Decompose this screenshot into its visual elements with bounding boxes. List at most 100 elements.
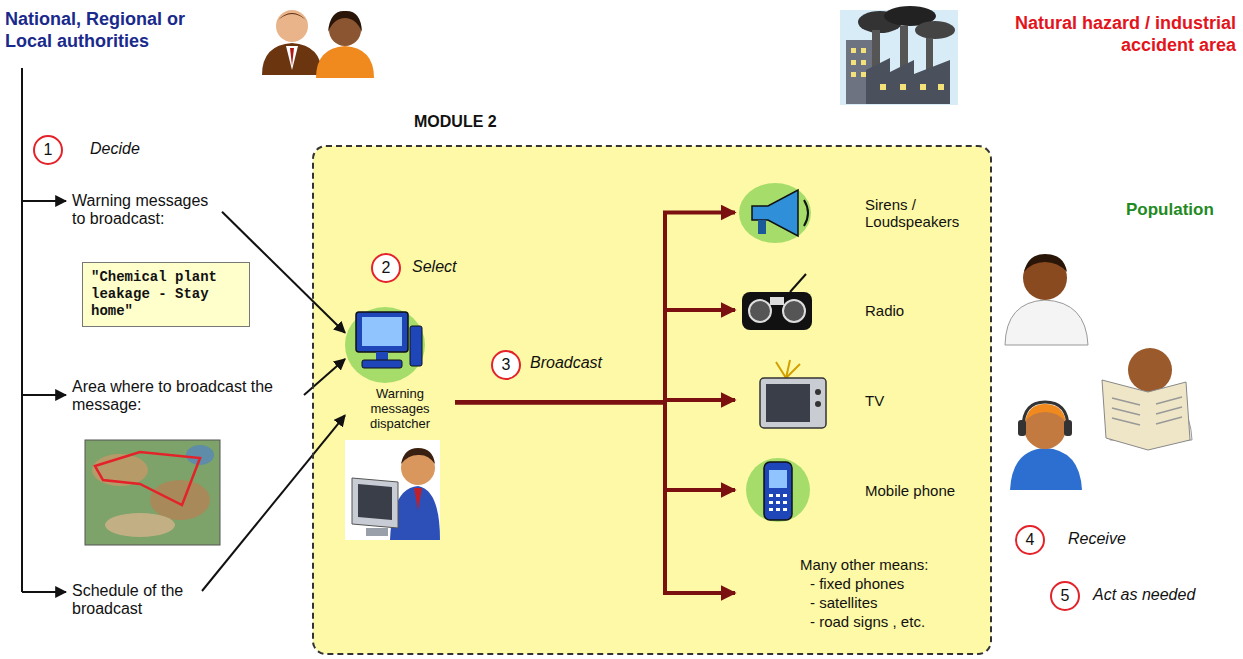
operator-icon [352, 478, 398, 528]
population-people [1023, 402, 1068, 428]
factory-icon [920, 84, 926, 90]
mobile-phone-icon [783, 501, 787, 504]
operator-icon [345, 440, 440, 540]
computer-icon [345, 307, 425, 383]
callout-number: 4 [1015, 525, 1045, 555]
connector-arrow [455, 402, 735, 593]
authority-people [316, 46, 374, 78]
node-text: - road signs , etc. [800, 612, 985, 631]
step-label: Broadcast [530, 354, 602, 372]
module-ground [313, 146, 991, 654]
node-text: TV [865, 392, 985, 409]
population-people [1005, 254, 1192, 490]
factory-icon [851, 48, 856, 53]
area-map [95, 452, 200, 505]
population-people [1112, 418, 1140, 425]
node-text: Warning messages dispatcher [345, 386, 455, 431]
node-text: Sirens / Loudspeakers [865, 196, 985, 230]
tv-icon [815, 389, 821, 395]
authority-people [290, 48, 294, 66]
callout-number: 3 [491, 350, 521, 380]
population-people [1064, 420, 1072, 436]
node-text: - satellites [800, 593, 985, 612]
factory-icon [851, 60, 856, 65]
area-map [85, 440, 220, 545]
factory-icon [915, 21, 955, 39]
authority-people [276, 13, 308, 22]
authority-people [276, 10, 308, 42]
area-map [150, 480, 210, 520]
mobile-phone-icon [783, 508, 787, 511]
mobile-phone-icon [769, 508, 773, 511]
channel-item: Many other means:- fixed phones- satelli… [735, 555, 985, 631]
node-text: Warning messages to broadcast: [72, 192, 222, 228]
authority-bracket [22, 394, 66, 396]
mobile-phone-icon [769, 494, 773, 497]
channel-item: Radio [735, 285, 985, 335]
siren-icon [752, 190, 798, 236]
factory-icon [861, 60, 866, 65]
node-text: Radio [865, 302, 985, 319]
population-people [1112, 398, 1140, 405]
operator-icon [358, 484, 392, 520]
operator-icon [366, 528, 388, 536]
authority-people [262, 43, 322, 75]
radio-icon [749, 300, 771, 322]
callout-number: 1 [33, 135, 63, 165]
operator-icon [414, 488, 422, 510]
factory-icon [938, 84, 944, 90]
operator-icon [345, 440, 440, 540]
authority-bracket [22, 200, 66, 202]
population-people [1128, 348, 1172, 392]
population-people [1112, 408, 1140, 415]
factory-icon [861, 48, 866, 53]
population-people [1156, 417, 1182, 424]
mobile-phone-icon [746, 458, 810, 522]
node-text: Schedule of the broadcast [72, 582, 202, 618]
connector-arrow [455, 310, 735, 402]
population-people [1156, 407, 1182, 414]
module-ground [313, 146, 991, 654]
siren-icon [758, 220, 766, 234]
radio-icon [742, 292, 812, 330]
node-text: Area where to broadcast the message: [72, 378, 304, 414]
computer-icon [410, 326, 422, 366]
input-item: Area where to broadcast the message: [72, 378, 304, 548]
factory-icon [866, 58, 950, 104]
actor-title: Population [1126, 200, 1214, 220]
authority-people [286, 46, 298, 70]
module-box: MODULE 2Warning messages dispatcherSiren… [312, 145, 992, 655]
connector-arrow [455, 402, 735, 490]
connector-arrow [304, 359, 345, 395]
factory-icon [861, 72, 866, 77]
mobile-phone-icon [746, 458, 810, 522]
operator-icon [401, 448, 435, 464]
population-people [1112, 397, 1182, 425]
radio-icon [742, 274, 812, 330]
siren-icon [804, 200, 808, 226]
connector-arrow [202, 415, 345, 591]
mobile-phone-icon [783, 494, 787, 497]
mobile-phone-icon [769, 494, 787, 511]
authority-bracket [22, 591, 66, 593]
siren-icon [739, 183, 811, 243]
siren-icon [739, 183, 811, 243]
tv-icon [760, 360, 826, 428]
hazard-title: Natural hazard / industrial accident are… [1008, 12, 1236, 56]
authority-bracket [21, 68, 23, 592]
node-text: - fixed phones [800, 574, 985, 593]
node-text: Mobile phone [865, 482, 985, 499]
mobile-phone-icon [776, 501, 780, 504]
callout-number: 2 [371, 253, 401, 283]
tv-icon [766, 384, 810, 422]
channel-item: Mobile phone [735, 460, 985, 520]
radio-icon [790, 274, 806, 292]
node-text: "Chemical plant leakage - Stay home" [91, 269, 241, 320]
population-people [1010, 448, 1082, 490]
area-map [105, 513, 175, 537]
population-people [1005, 300, 1088, 345]
factory-icon [880, 84, 886, 90]
